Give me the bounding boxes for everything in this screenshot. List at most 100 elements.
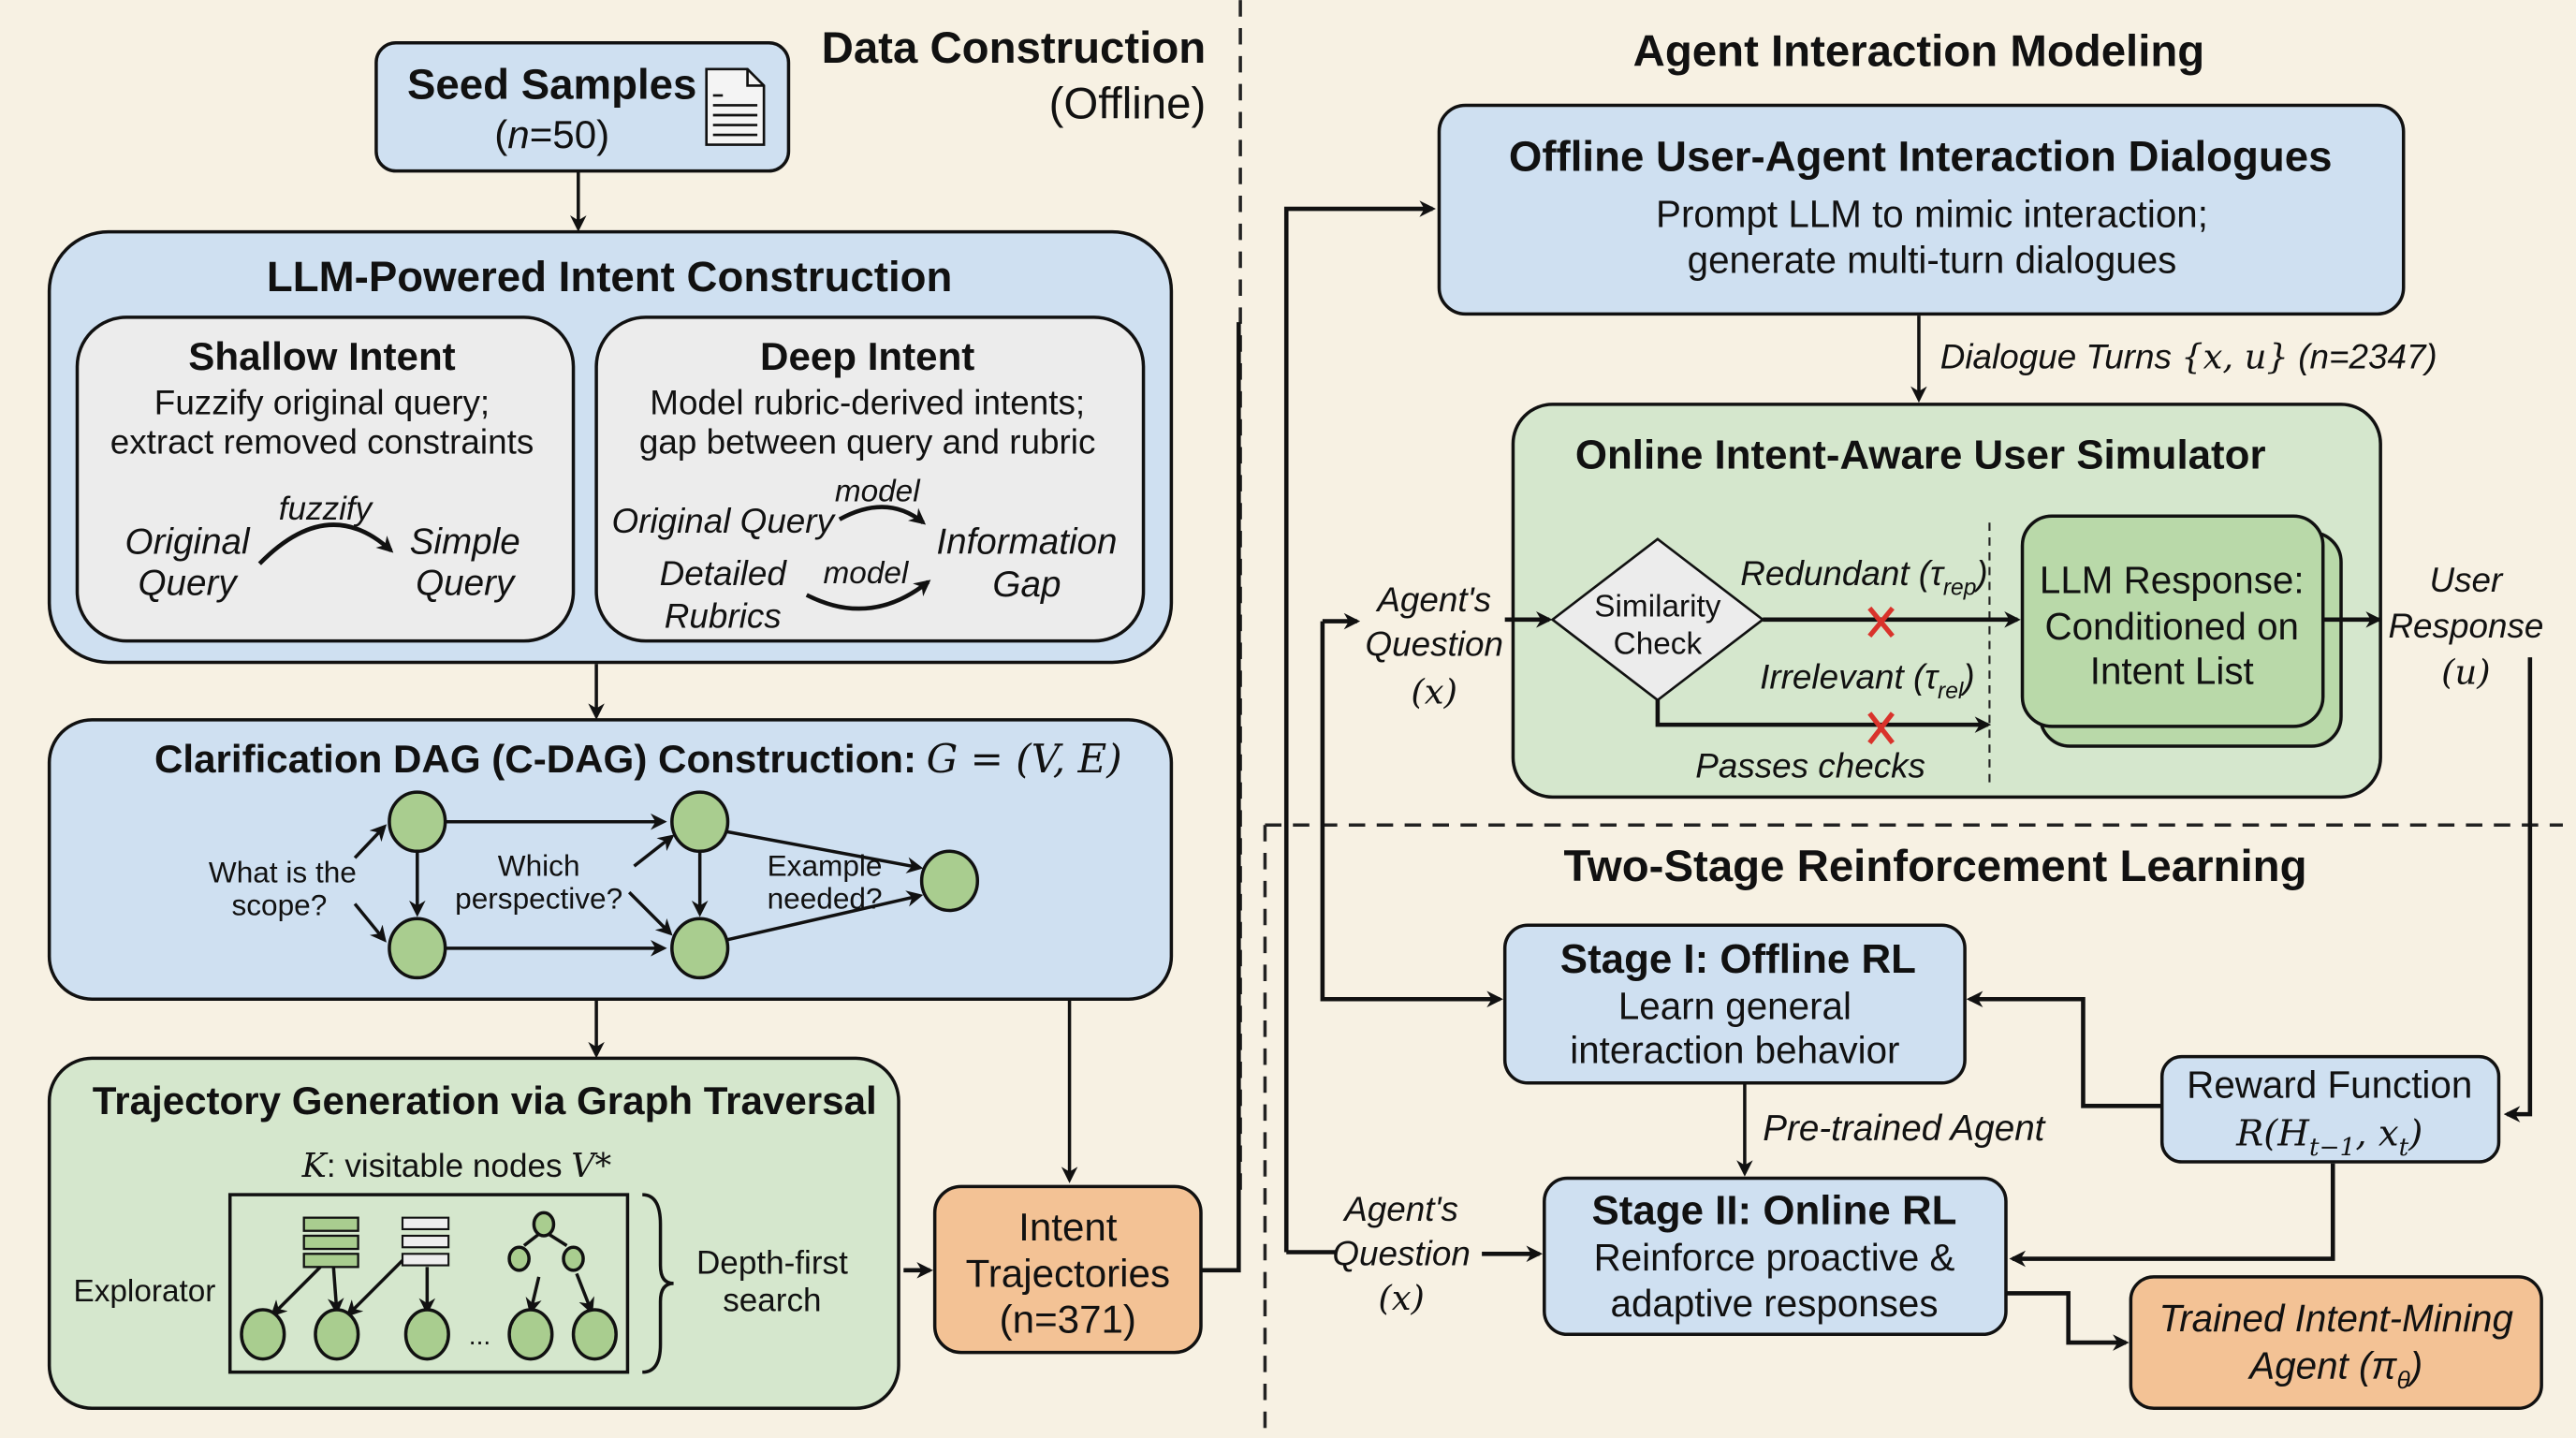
dialogue-turns-label: Dialogue Turns {x, u} (n=2347)	[1940, 336, 2437, 376]
dag-node	[670, 917, 730, 980]
trained-agent-2: Agent (πθ)	[2247, 1344, 2422, 1395]
stage2-title: Stage II: Online RL	[1592, 1188, 1957, 1234]
shallow-intent-box[interactable]: Shallow Intent Fuzzify original query; e…	[75, 315, 576, 643]
traversal-ellipsis: ...	[469, 1321, 490, 1350]
model-arrow-2	[805, 580, 931, 611]
dfs-label-1: Depth-first	[696, 1244, 848, 1281]
model-edge-label-1: model	[835, 474, 921, 508]
cdag-graph	[353, 790, 980, 980]
model-arrow-1	[838, 505, 927, 525]
cdag-label-scope-2: scope?	[231, 888, 327, 922]
stage1-desc-2: interaction behavior	[1570, 1029, 1899, 1072]
traversal-node	[240, 1308, 286, 1361]
deep-target-1: Information	[936, 522, 1117, 563]
fuzzify-edge-label: fuzzify	[279, 491, 374, 527]
document-icon	[705, 67, 766, 146]
passes-checks-label: Passes checks	[1695, 746, 1925, 785]
left-panel-subtitle: (Offline)	[1049, 80, 1207, 129]
tree-icon	[507, 1211, 585, 1272]
pretrained-agent-label: Pre-trained Agent	[1763, 1108, 2046, 1149]
offline-dialogues-title: Offline User-Agent Interaction Dialogues	[1509, 133, 2333, 181]
llm-response-3: Intent List	[2090, 649, 2254, 692]
user-response-var: (u)	[2441, 652, 2490, 692]
fuzzify-arrow	[257, 522, 394, 565]
queue-icon	[401, 1216, 450, 1267]
deep-intent-desc-1: Model rubric-derived intents;	[650, 383, 1085, 421]
seed-samples-box[interactable]: Seed Samples (n=50)	[374, 41, 791, 173]
visitable-nodes-label: K: visitable nodes V*	[301, 1147, 612, 1185]
irrelevant-label: Irrelevant (τrel)	[1760, 658, 1974, 705]
deep-source-original-query: Original Query	[611, 502, 836, 540]
model-edge-label-2: model	[824, 556, 910, 591]
connector-trajectories-out	[1200, 322, 1241, 1273]
traversal-node	[571, 1308, 618, 1361]
traversal-frame	[227, 1193, 630, 1374]
similarity-check-1: Similarity	[1594, 589, 1721, 624]
shallow-intent-desc-1: Fuzzify original query;	[154, 383, 490, 421]
stage2-desc-1: Reinforce proactive &	[1594, 1236, 1955, 1279]
intent-trajectories-box[interactable]: Intent Trajectories (n=371)	[932, 1184, 1203, 1355]
trained-agent-box[interactable]: Trained Intent-Mining Agent (πθ)	[2129, 1275, 2543, 1411]
user-simulator-box[interactable]: Online Intent-Aware User Simulator Simil…	[1511, 403, 2382, 800]
deep-intent-box[interactable]: Deep Intent Model rubric-derived intents…	[594, 315, 1146, 643]
cdag-label-scope-1: What is the	[209, 856, 357, 889]
shallow-intent-title: Shallow Intent	[188, 334, 455, 378]
seed-samples-count: (n=50)	[494, 112, 609, 156]
shallow-from-label-2: Query	[139, 563, 240, 603]
deep-target-2: Gap	[992, 565, 1061, 605]
deep-intent-desc-2: gap between query and rubric	[639, 423, 1095, 462]
user-response-2: Response	[2388, 607, 2543, 645]
intent-trajectories-2: Trajectories	[966, 1251, 1170, 1295]
traversal-edges	[270, 1259, 594, 1317]
reward-function-box[interactable]: Reward Function R(Ht−1, xt)	[2159, 1054, 2501, 1164]
offline-dialogues-box[interactable]: Offline User-Agent Interaction Dialogues…	[1437, 103, 2406, 316]
traversal-node	[507, 1308, 554, 1361]
llm-response-1: LLM Response:	[2040, 559, 2305, 602]
seed-samples-title: Seed Samples	[407, 60, 696, 108]
cdag-box[interactable]: Clarification DAG (C-DAG) Construction:G…	[47, 718, 1174, 1001]
dfs-label-2: search	[723, 1283, 821, 1319]
intent-construction-title: LLM-Powered Intent Construction	[267, 253, 953, 301]
shallow-to-label-2: Query	[416, 563, 517, 603]
trajectory-generation-title: Trajectory Generation via Graph Traversa…	[93, 1078, 877, 1123]
reject-icon-irrelevant	[1867, 712, 1895, 745]
llm-response-box[interactable]: LLM Response: Conditioned on Intent List	[2020, 514, 2325, 728]
cdag-label-perspective-1: Which	[498, 849, 580, 883]
stage1-box[interactable]: Stage I: Offline RL Learn general intera…	[1502, 923, 1967, 1085]
deep-intent-title: Deep Intent	[760, 334, 974, 378]
brace-icon	[642, 1193, 674, 1374]
dag-node	[670, 790, 730, 854]
rl-agent-question-1: Agent's	[1342, 1190, 1458, 1228]
deep-source-rubrics-2: Rubrics	[665, 597, 782, 636]
redundant-label: Redundant (τrep)	[1740, 554, 1987, 601]
arrow-reward-to-stage1	[1966, 990, 2162, 1108]
shallow-to-label: Simple	[410, 522, 520, 563]
stage2-desc-2: adaptive responses	[1611, 1282, 1939, 1325]
intent-trajectories-1: Intent	[1018, 1205, 1118, 1249]
user-simulator-title: Online Intent-Aware User Simulator	[1575, 432, 2266, 477]
trained-agent-1: Trained Intent-Mining	[2159, 1297, 2514, 1340]
stage2-box[interactable]: Stage II: Online RL Reinforce proactive …	[1543, 1176, 2008, 1337]
shallow-from-label: Original	[125, 522, 251, 563]
traversal-node	[314, 1308, 360, 1361]
connector-to-stage1	[1320, 621, 1503, 1008]
deep-source-rubrics-1: Detailed	[660, 554, 788, 593]
cdag-label-example-2: needed?	[768, 882, 883, 916]
stack-icon	[302, 1216, 359, 1269]
cdag-label-example-1: Example	[768, 849, 883, 883]
stage1-desc-1: Learn general	[1618, 984, 1852, 1027]
dag-node	[388, 790, 447, 854]
arrow-user-response-to-reward	[2503, 657, 2533, 1123]
trajectory-generation-box[interactable]: Trajectory Generation via Graph Traversa…	[47, 1056, 900, 1411]
rl-agent-question-2: Question	[1332, 1235, 1470, 1273]
reward-function-formula: R(Ht−1, xt)	[2235, 1112, 2422, 1162]
cdag-title: Clarification DAG (C-DAG) Construction:G…	[154, 736, 1122, 782]
dag-node	[388, 917, 447, 980]
similarity-check-2: Check	[1614, 627, 1703, 662]
user-response-1: User	[2430, 561, 2505, 599]
agent-question-1: Agent's	[1375, 580, 1491, 619]
left-panel-title: Data Construction	[822, 23, 1207, 73]
agent-question-2: Question	[1365, 624, 1502, 663]
reward-function-title: Reward Function	[2187, 1064, 2472, 1107]
